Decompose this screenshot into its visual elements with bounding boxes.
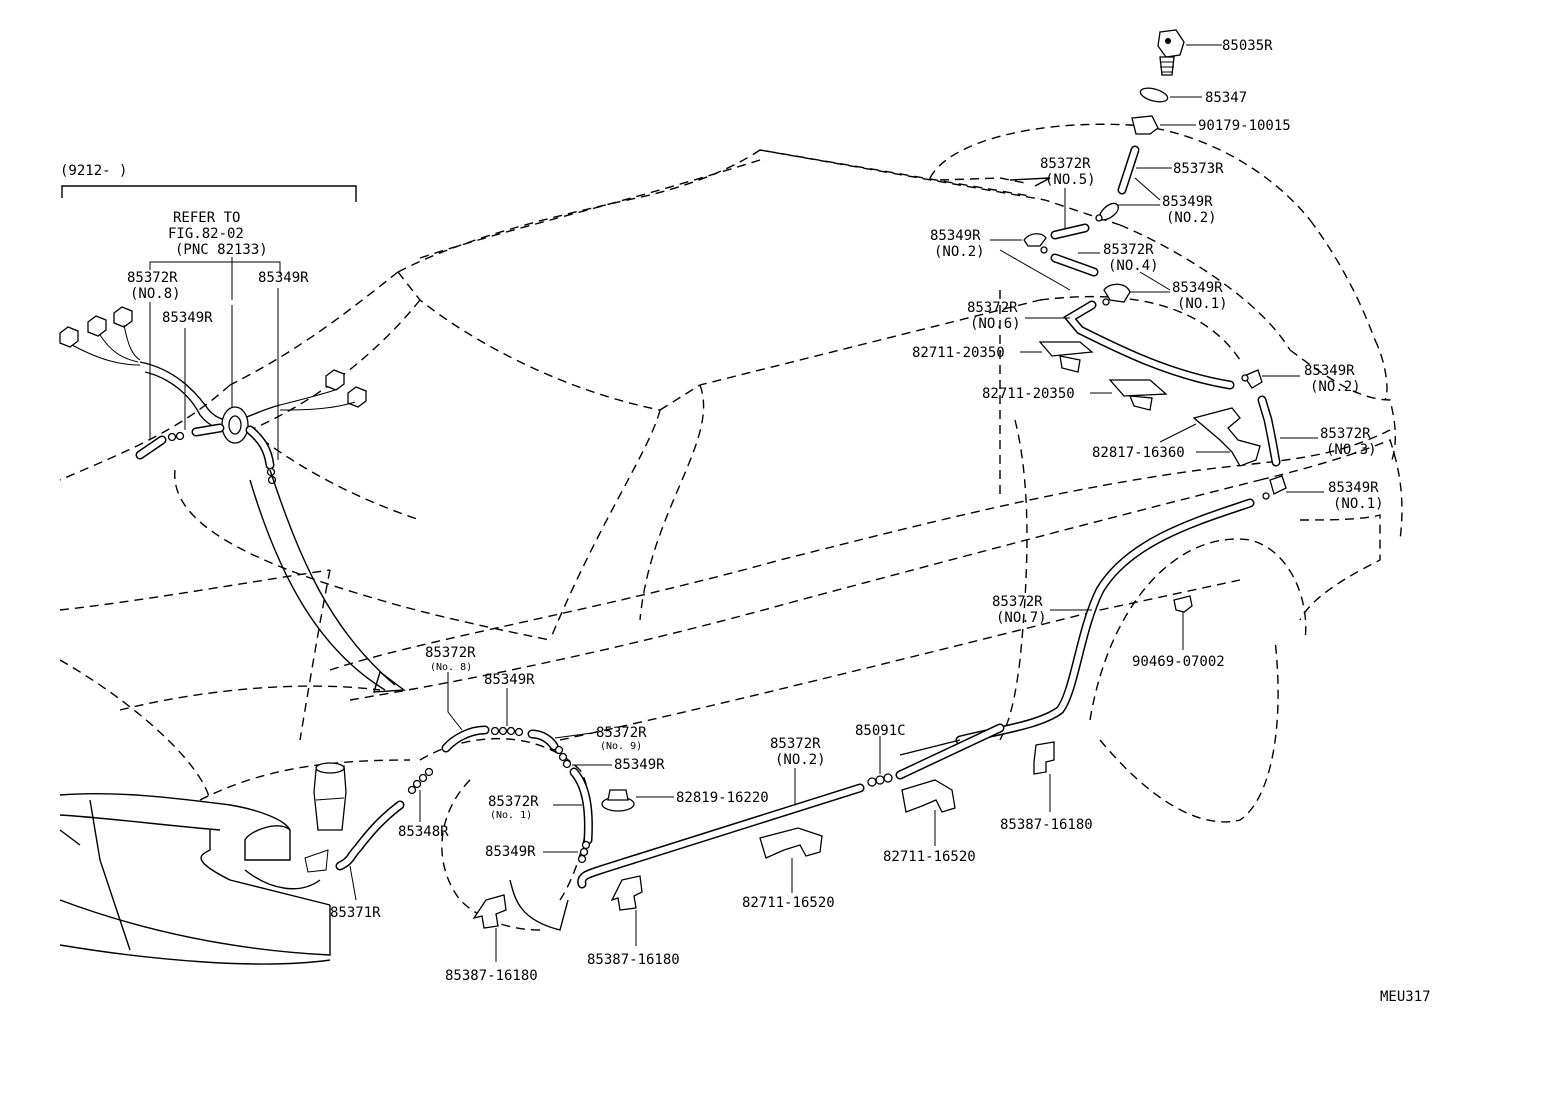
label-hose-front-no8: 85372R [425, 645, 476, 661]
label-joint-no2-left-sub: (NO.2) [934, 244, 985, 260]
label-joint-85348: 85348R [398, 824, 449, 840]
label-hose-no6-sub: (NO.6) [970, 316, 1021, 332]
car-body-outline [59, 123, 1403, 965]
label-joint-front-low: 85349R [485, 844, 536, 860]
label-clamp-lower: 82711-20350 [982, 386, 1075, 402]
label-hose-no5: 85372R [1040, 156, 1091, 172]
front-fender-parts: 85372R (No. 8) 85349R 85372R (No. 9) 853… [304, 645, 769, 984]
label-hose-no9: 85372R [596, 725, 647, 741]
label-clip-front-floor: 85387-16180 [445, 968, 538, 984]
label-hose-no7-sub: (NO.7) [996, 610, 1047, 626]
label-joint-no2-right-sub: (NO.2) [1310, 379, 1361, 395]
main-hose-run: 85372R (NO.7) 85091C 85372R (NO.2) 82711… [577, 498, 1255, 911]
label-joint-no1-right: 85349R [1328, 480, 1379, 496]
label-joint-no2-upper-sub: (NO.2) [1166, 210, 1217, 226]
inset-refer-line2: FIG.82-02 [168, 226, 244, 242]
inset-joint-b-label: 85349R [258, 270, 309, 286]
inset-hose-no8-label: 85372R [127, 270, 178, 286]
label-joint-no1-upper-sub: (NO.1) [1177, 296, 1228, 312]
label-clamp-mid: 82711-16520 [742, 895, 835, 911]
label-joint-front-top: 85349R [484, 672, 535, 688]
label-hose-no3-sub: (NO.3) [1326, 442, 1377, 458]
drawing-code: MEU317 [1380, 989, 1431, 1005]
label-hose-front-no8-sub: (No. 8) [430, 662, 472, 673]
label-hose-no2-sub: (NO.2) [775, 752, 826, 768]
inset-joint-a-label: 85349R [162, 310, 213, 326]
label-clamp-upper: 82711-20350 [912, 345, 1005, 361]
label-bracket-rear: 82817-16360 [1092, 445, 1185, 461]
label-hose-no4: 85372R [1103, 242, 1154, 258]
label-clip-rear-floor: 85387-16180 [1000, 817, 1093, 833]
label-joint-no1-upper: 85349R [1172, 280, 1223, 296]
label-nozzle: 85035R [1222, 38, 1273, 54]
inset-range: (9212- ) [60, 163, 127, 179]
label-clip-top: 90179-10015 [1198, 118, 1291, 134]
label-joint-no2-left: 85349R [930, 228, 981, 244]
label-hose-no4-sub: (NO.4) [1108, 258, 1159, 274]
label-hose-no7: 85372R [992, 594, 1043, 610]
rear-nozzle-parts: 85035R 85347 90179-10015 85373R 85372R (… [912, 29, 1384, 512]
label-hose-no5-sub: (NO.5) [1045, 172, 1096, 188]
label-hose-no3: 85372R [1320, 426, 1371, 442]
label-joint-front-mid: 85349R [614, 757, 665, 773]
label-clamp-rocker: 82711-16520 [883, 849, 976, 865]
label-hose-no1-sub: (No. 1) [490, 810, 532, 821]
inset-hose-no8-sub: (NO.8) [130, 286, 181, 302]
label-check-valve: 82819-16220 [676, 790, 769, 806]
label-grommet-rear: 90469-07002 [1132, 654, 1225, 670]
label-hose-85371: 85371R [330, 905, 381, 921]
label-hose-no1: 85372R [488, 794, 539, 810]
label-hose-no2: 85372R [770, 736, 821, 752]
inset-refer-line1: REFER TO [173, 210, 240, 226]
label-hose-no6: 85372R [967, 300, 1018, 316]
label-clip-front-low: 85387-16180 [587, 952, 680, 968]
label-connector: 85091C [855, 723, 906, 739]
inset-refer-line3: (PNC 82133) [175, 242, 268, 258]
label-washer: 85347 [1205, 90, 1247, 106]
label-hose-85373: 85373R [1173, 161, 1224, 177]
label-joint-no1-right-sub: (NO.1) [1333, 496, 1384, 512]
label-joint-no2-upper: 85349R [1162, 194, 1213, 210]
label-hose-no9-sub: (No. 9) [600, 741, 642, 752]
inset-detail: (9212- ) REFER TO FIG.82-02 (PNC 82133) … [59, 163, 406, 693]
label-joint-no2-right: 85349R [1304, 363, 1355, 379]
